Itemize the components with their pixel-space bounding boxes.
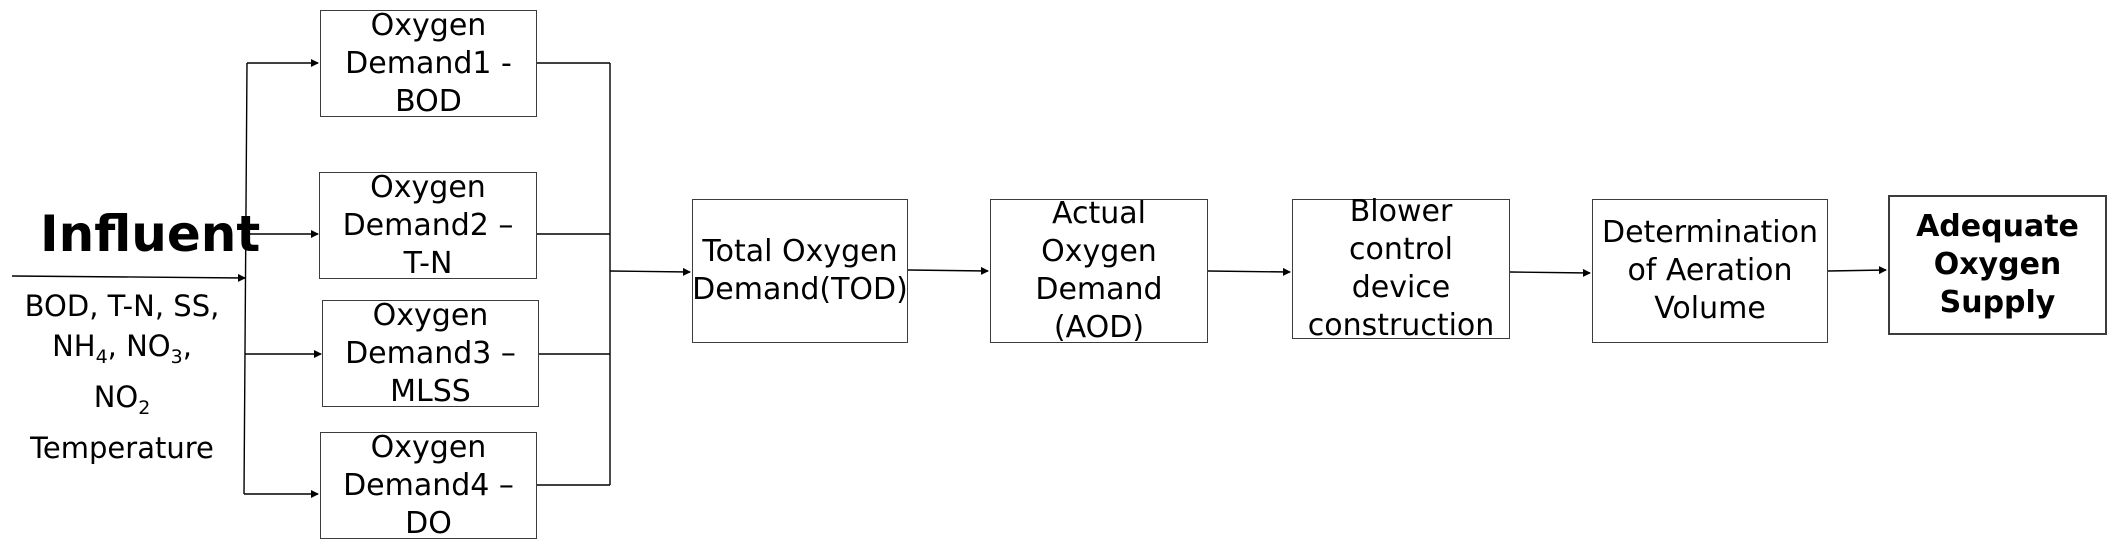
branch-vertical-left [243, 62, 248, 495]
total-oxygen-demand-box: Total Oxygen Demand(TOD) [692, 199, 908, 343]
adequate-oxygen-supply-label: Adequate Oxygen Supply [1916, 209, 2079, 320]
actual-oxygen-demand-label: Actual Oxygen Demand (AOD) [1035, 196, 1163, 345]
oxygen-demand-3-label: Oxygen Demand3 – MLSS [345, 297, 516, 409]
influent-arrow [11, 273, 246, 282]
oxygen-demand-4-box: Oxygen Demand4 – DO [320, 430, 537, 541]
aeration-volume-box: Determination of Aeration Volume [1592, 199, 1828, 343]
actual-oxygen-demand-box: Actual Oxygen Demand (AOD) [990, 196, 1208, 345]
arrow-to-aeration [1509, 268, 1591, 277]
influent-param-line-3: NO2 [93, 379, 151, 419]
adequate-oxygen-supply-box: Adequate Oxygen Supply [1888, 195, 2107, 335]
aeration-volume-label: Determination of Aeration Volume [1601, 215, 1818, 326]
oxygen-demand-1-box: Oxygen Demand1 - BOD [320, 8, 537, 119]
influent-param-line-2: NH4, NO3, [52, 329, 192, 368]
arrow-to-tod [609, 267, 691, 276]
arrow-to-aod [907, 266, 989, 275]
influent-param-line-1: BOD, T-N, SS, [24, 289, 220, 323]
arrow-to-supply [1827, 266, 1887, 275]
influent-title: Influent [40, 205, 261, 263]
total-oxygen-demand-label: Total Oxygen Demand(TOD) [692, 234, 908, 307]
blower-control-box: Blower control device construction [1292, 194, 1510, 343]
oxygen-demand-1-label: Oxygen Demand1 - BOD [345, 7, 512, 119]
oxygen-demand-4-label: Oxygen Demand4 – DO [343, 429, 514, 541]
blower-control-label: Blower control device construction [1307, 194, 1495, 343]
oxygen-demand-3-box: Oxygen Demand3 – MLSS [322, 298, 539, 409]
oxygen-demand-2-box: Oxygen Demand2 – T-N [319, 170, 537, 281]
influent-parameters: BOD, T-N, SS, NH4, NO3, NO2 Temperature [16, 286, 228, 468]
oxygen-demand-2-label: Oxygen Demand2 – T-N [342, 169, 514, 281]
arrow-to-blower [1207, 267, 1291, 276]
influent-param-line-4: Temperature [30, 430, 214, 465]
